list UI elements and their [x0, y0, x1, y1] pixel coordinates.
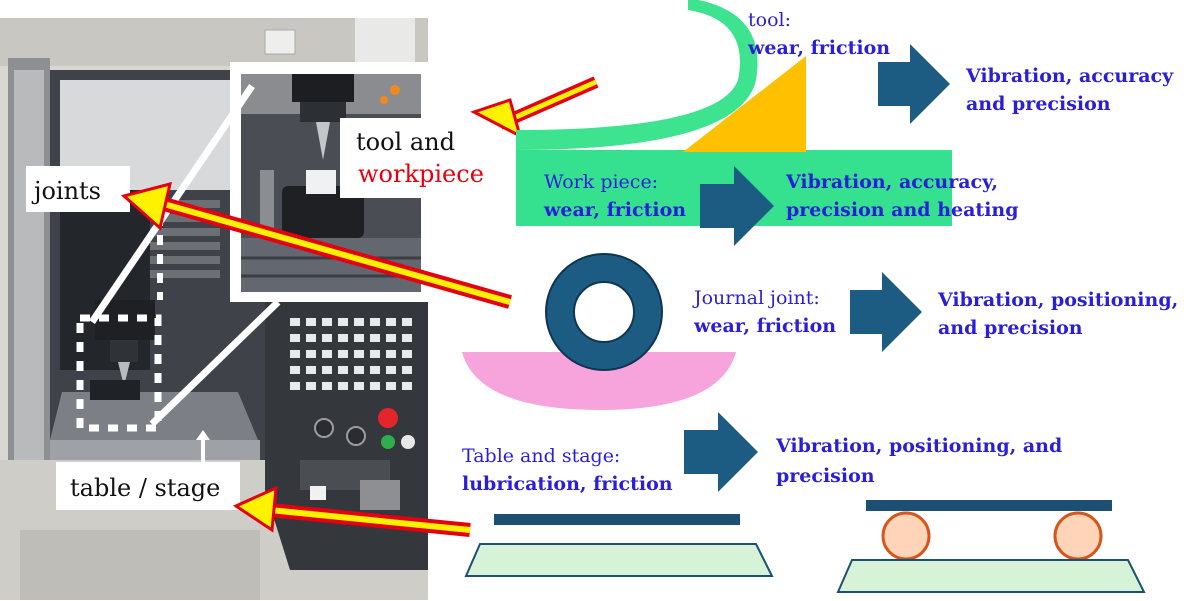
journal-label: Journal joint:	[692, 287, 820, 309]
arrow-to-table-stage	[232, 485, 471, 537]
tool-effect-line2: and precision	[966, 93, 1111, 115]
table-effect-line2: precision	[776, 465, 875, 487]
tool-label: tool:	[748, 9, 791, 31]
tool-effect-arrow	[878, 44, 950, 124]
main-machine-table	[50, 392, 258, 440]
table-effect-arrow	[684, 412, 758, 492]
tool-detail: wear, friction	[747, 37, 890, 59]
arrow-to-joints	[120, 181, 512, 309]
journal-effect-arrow	[850, 272, 922, 352]
joints-label: joints	[31, 177, 101, 205]
inset-tool-bit	[316, 122, 330, 160]
inset-workpiece-block	[306, 170, 336, 194]
rolling-table-rail	[866, 500, 1112, 511]
workpiece-effect-line1: Vibration, accuracy,	[785, 171, 998, 193]
roller-left	[881, 511, 931, 561]
rolling-table-base	[836, 559, 1146, 593]
table-detail: lubrication, friction	[462, 473, 673, 495]
roller-right	[1053, 511, 1103, 561]
arrow-to-tool-workpiece	[470, 76, 599, 139]
sliding-table-rail	[494, 514, 740, 525]
journal-joint-sketch	[462, 253, 736, 410]
table-stage-label-box	[56, 462, 240, 510]
tool-and-label: tool and	[356, 128, 455, 156]
pointer-arrows	[120, 76, 599, 537]
control-panel	[265, 300, 428, 570]
journal-bearing-arc	[462, 352, 736, 410]
table-effect-line1: Vibration, positioning, and	[775, 435, 1062, 457]
joints-label-box	[26, 166, 130, 212]
workpiece-photo-label: workpiece	[358, 160, 484, 188]
workpiece-label: Work piece:	[544, 171, 658, 193]
rolling-table-sketch	[836, 500, 1146, 593]
journal-detail: wear, friction	[693, 315, 836, 337]
emergency-stop-button	[378, 408, 398, 428]
workpiece-detail: wear, friction	[543, 199, 686, 221]
sliding-table-base	[464, 543, 774, 577]
tool-area-highlight-box	[76, 314, 162, 432]
tool-workpiece-label-box	[340, 118, 500, 198]
machine-photo: joints tool and workpiece table / stage	[0, 18, 500, 600]
table-pointer-arrow	[196, 430, 210, 440]
chip-wedge	[683, 56, 806, 152]
tool-effect-line1: Vibration, accuracy	[965, 65, 1174, 87]
journal-effect-line1: Vibration, positioning,	[937, 289, 1178, 311]
workpiece-effect-line2: precision and heating	[786, 199, 1019, 221]
journal-effect-line2: and precision	[938, 317, 1083, 339]
table-label: Table and stage:	[462, 445, 620, 467]
table-stage-photo-label: table / stage	[70, 474, 220, 502]
inset-vise	[282, 186, 364, 238]
workpiece-effect-arrow	[700, 166, 774, 246]
inset-callout-line-lower	[149, 299, 281, 427]
sliding-table-sketch	[464, 514, 774, 577]
tool-shape	[516, 0, 758, 150]
inset-spindle	[292, 74, 354, 102]
